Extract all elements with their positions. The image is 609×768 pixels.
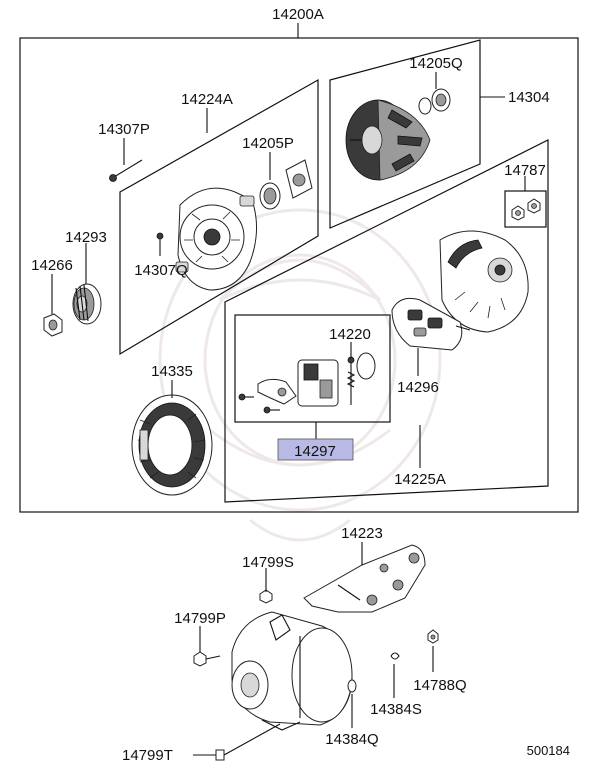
screws-14297 xyxy=(238,393,280,414)
subassembly-14225A-frame xyxy=(224,139,549,503)
nut-14266 xyxy=(43,313,63,337)
part-label-14200A[interactable]: 14200A xyxy=(272,6,324,23)
part-label-14205Q[interactable]: 14205Q xyxy=(409,55,462,72)
part-label-14799T[interactable]: 14799T xyxy=(122,747,173,764)
part-label-14293[interactable]: 14293 xyxy=(65,229,107,246)
watermark-emblem xyxy=(158,208,442,542)
part-label-14304[interactable]: 14304 xyxy=(508,89,550,106)
screw-14307P xyxy=(109,159,143,182)
screw-14307Q xyxy=(156,232,164,256)
part-label-14799P[interactable]: 14799P xyxy=(174,610,226,627)
part-label-14384S[interactable]: 14384S xyxy=(370,701,422,718)
rotor-14304 xyxy=(345,97,432,181)
bracket-14223 xyxy=(303,544,426,613)
part-label-14266[interactable]: 14266 xyxy=(31,257,73,274)
bearing-14205Q xyxy=(431,88,451,112)
part-label-14788Q[interactable]: 14788Q xyxy=(413,677,466,694)
part-label-14787[interactable]: 14787 xyxy=(504,162,546,179)
subassembly-14304-frame xyxy=(329,39,481,229)
part-label-14220[interactable]: 14220 xyxy=(329,326,371,343)
part-label-14335[interactable]: 14335 xyxy=(151,363,193,380)
part-label-14307Q[interactable]: 14307Q xyxy=(134,262,187,279)
part-label-14205P[interactable]: 14205P xyxy=(242,135,294,152)
assembly-14200A-frame xyxy=(19,37,579,513)
bolt-14799T xyxy=(215,723,281,761)
oring-14220 xyxy=(356,352,376,380)
part-label-14223[interactable]: 14223 xyxy=(341,525,383,542)
document-reference-number: 500184 xyxy=(527,743,570,758)
part-label-14384Q[interactable]: 14384Q xyxy=(325,731,378,748)
front-housing xyxy=(175,187,258,291)
part-label-14224A[interactable]: 14224A xyxy=(181,91,233,108)
part-label-14307P[interactable]: 14307P xyxy=(98,121,150,138)
washer-14384Q xyxy=(347,679,357,693)
pulley-14293 xyxy=(72,283,102,325)
bolt-14799P xyxy=(193,651,221,667)
part-label-14297[interactable]: 14297 xyxy=(294,443,336,460)
box-14297 xyxy=(234,314,391,423)
highlight-14297 xyxy=(277,438,354,461)
rectifier-14296 xyxy=(391,297,471,351)
subassembly-14224A-frame xyxy=(119,78,319,356)
nuts-14787 xyxy=(511,198,541,221)
bolt-14799S xyxy=(259,585,273,604)
part-label-14225A[interactable]: 14225A xyxy=(394,471,446,488)
washer-14384S xyxy=(390,652,400,660)
rear-housing xyxy=(439,230,529,333)
regulator-14297 xyxy=(257,359,339,407)
stator-14335 xyxy=(131,394,213,496)
brush-spring-14220 xyxy=(346,356,356,405)
bearing-14205P xyxy=(259,159,313,210)
part-label-14296[interactable]: 14296 xyxy=(397,379,439,396)
part-label-14799S[interactable]: 14799S xyxy=(242,554,294,571)
nut-14788Q xyxy=(427,629,439,644)
alternator-assembly xyxy=(231,611,353,731)
